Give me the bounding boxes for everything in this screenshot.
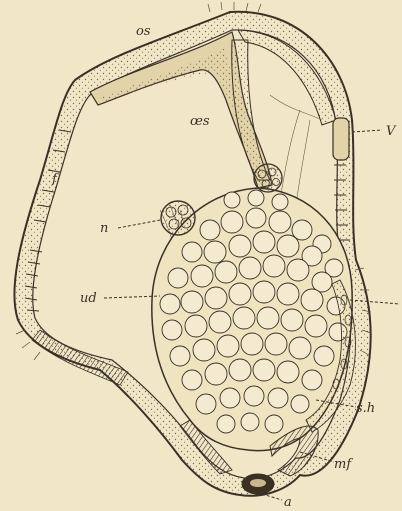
label-oes: œs bbox=[190, 114, 210, 129]
label-ud: ud bbox=[80, 291, 97, 306]
label-sh: s.h bbox=[356, 401, 375, 416]
structure-n bbox=[161, 201, 195, 235]
label-os: os bbox=[136, 24, 151, 39]
label-mf: mf bbox=[334, 457, 353, 472]
structure-a-lumen bbox=[250, 479, 266, 487]
label-a: a bbox=[284, 495, 292, 510]
structure-v bbox=[333, 118, 349, 160]
label-v: V bbox=[386, 124, 397, 139]
label-n: n bbox=[100, 221, 108, 236]
